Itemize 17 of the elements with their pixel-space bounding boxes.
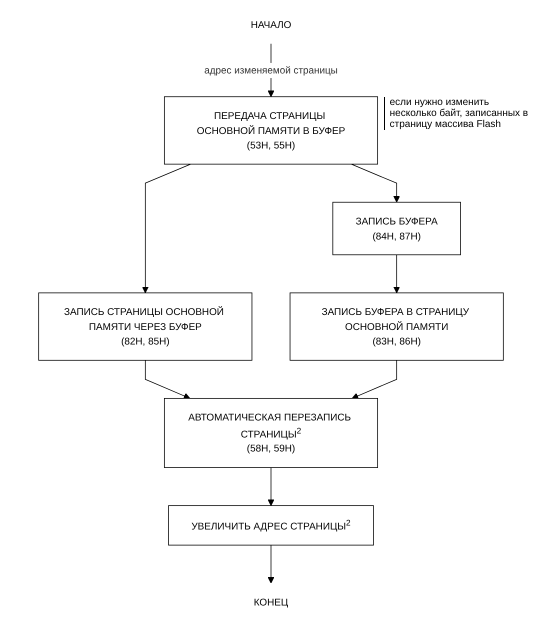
node-box: ЗАПИСЬ БУФЕРА (84H, 87H) <box>332 202 461 256</box>
arrow <box>144 360 190 400</box>
arrow <box>350 164 400 203</box>
arrow <box>352 360 398 400</box>
arrow <box>393 254 400 294</box>
node-box: ЗАПИСЬ СТРАНИЦЫ ОСНОВНОЙ ПАМЯТИ ЧЕРЕЗ БУФЕР (82H, 85H) <box>38 292 252 361</box>
node-text: КОНЕЦ <box>254 596 288 608</box>
node-box: ПЕРЕДАЧА СТРАНИЦЫ ОСНОВНОЙ ПАМЯТИ В БУФЕР (53H, 55H) <box>164 96 378 165</box>
arrow <box>268 544 274 584</box>
side-note: если нужно изменить несколько байт, записанных в страницу массива Flash <box>384 96 537 130</box>
node-box: УВЕЛИЧИТЬ АДРЕС СТРАНИЦЫ$^{2}$ <box>168 505 374 546</box>
node-box: АВТОМАТИЧЕСКАЯ ПЕРЕЗАПИСЬ СТРАНИЦЫ$^{2}$ (58H, 59H) <box>164 398 378 468</box>
arrow <box>268 467 274 506</box>
edge-label: адрес изменяемой страницы <box>204 64 338 76</box>
node-text: НАЧАЛО <box>250 19 292 30</box>
node-box: ЗАПИСЬ БУФЕРА В СТРАНИЦУ ОСНОВНОЙ ПАМЯТИ (83H, 86H) <box>290 292 504 361</box>
arrow <box>142 164 192 294</box>
